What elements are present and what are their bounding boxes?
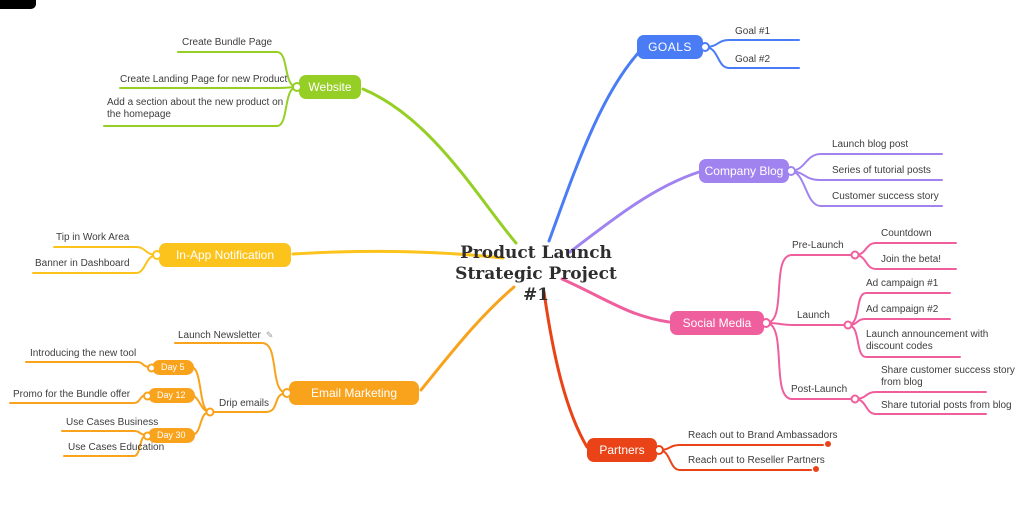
node-drip-emails[interactable]: Drip emails [219, 398, 270, 409]
node-use-cases-education[interactable]: Use Cases Education [68, 442, 165, 453]
central-topic[interactable]: Product Launch Strategic Project #1 [447, 243, 625, 306]
node-reseller-partners[interactable]: Reach out to Reseller Partners [688, 455, 825, 466]
node-countdown[interactable]: Countdown [881, 228, 932, 239]
badge-day-12[interactable]: Day 12 [148, 388, 195, 403]
node-website[interactable]: Website [299, 75, 361, 99]
edges-email-marketing [9, 285, 516, 457]
node-banner-in-dashboard[interactable]: Banner in Dashboard [35, 258, 130, 269]
node-partners[interactable]: Partners [587, 438, 657, 462]
node-create-bundle-page[interactable]: Create Bundle Page [182, 37, 273, 48]
node-post-launch[interactable]: Post-Launch [791, 384, 848, 395]
launch-newsletter-label: Launch Newsletter [178, 330, 261, 341]
node-launch-blog-post[interactable]: Launch blog post [832, 139, 909, 150]
central-topic-line2: Strategic Project #1 [455, 264, 617, 305]
node-join-the-beta[interactable]: Join the beta! [881, 254, 942, 265]
node-in-app-notification[interactable]: In-App Notification [159, 243, 291, 267]
node-homepage-section[interactable]: Add a section about the new product on t… [107, 97, 284, 120]
node-tutorial-posts[interactable]: Series of tutorial posts [832, 165, 931, 176]
node-use-cases-business[interactable]: Use Cases Business [66, 417, 159, 428]
node-create-landing-page[interactable]: Create Landing Page for new Product [120, 74, 288, 85]
node-launch[interactable]: Launch [797, 310, 830, 321]
node-promo-bundle-offer[interactable]: Promo for the Bundle offer [13, 389, 131, 400]
node-share-success-story[interactable]: Share customer success story from blog [881, 365, 1015, 388]
edit-icon: ✎ [265, 330, 274, 340]
node-share-tutorial-posts[interactable]: Share tutorial posts from blog [881, 400, 1012, 411]
node-launch-newsletter[interactable]: Launch Newsletter ✎ [178, 329, 273, 342]
edges-social-media [560, 242, 987, 415]
node-company-blog[interactable]: Company Blog [699, 159, 789, 183]
badge-day-5[interactable]: Day 5 [152, 360, 194, 375]
screen-corner-artifact [0, 0, 36, 9]
central-topic-line1: Product Launch [460, 243, 612, 263]
node-ad-campaign-1[interactable]: Ad campaign #1 [866, 278, 939, 289]
node-customer-success-story[interactable]: Customer success story [832, 191, 939, 202]
node-pre-launch[interactable]: Pre-Launch [792, 240, 844, 251]
node-goals[interactable]: GOALS [637, 35, 703, 59]
node-tip-in-work-area[interactable]: Tip in Work Area [56, 232, 130, 243]
badge-day-30[interactable]: Day 30 [148, 428, 195, 443]
node-goal-1[interactable]: Goal #1 [735, 26, 771, 37]
node-social-media[interactable]: Social Media [670, 311, 764, 335]
node-launch-announcement[interactable]: Launch announcement with discount codes [866, 329, 989, 352]
node-ad-campaign-2[interactable]: Ad campaign #2 [866, 304, 939, 315]
node-email-marketing[interactable]: Email Marketing [289, 381, 419, 405]
edges-goals [547, 39, 800, 243]
node-introducing-new-tool[interactable]: Introducing the new tool [30, 348, 137, 359]
node-goal-2[interactable]: Goal #2 [735, 54, 771, 65]
node-brand-ambassadors[interactable]: Reach out to Brand Ambassadors [688, 430, 838, 441]
